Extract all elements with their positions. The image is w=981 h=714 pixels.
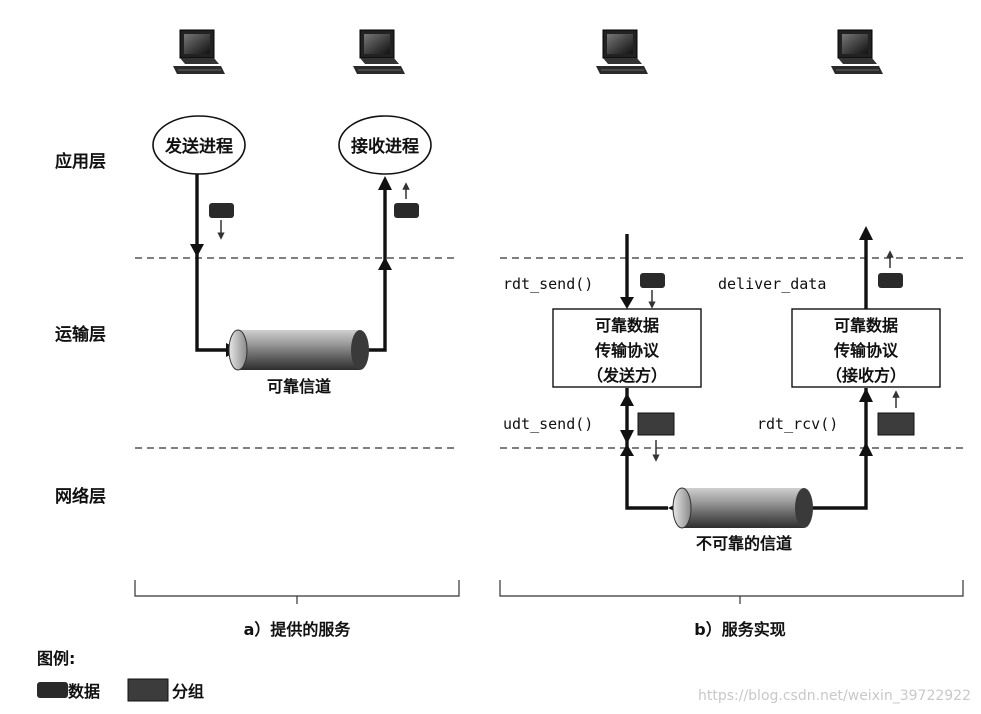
receiver-box-line-2: 传输协议 [833,341,899,360]
watermark-text: https://blog.csdn.net/weixin_39722922 [698,688,971,704]
panel-a-caption: a）提供的服务 [244,620,352,639]
receiver-process-node [338,115,432,175]
a-send-path [195,174,238,352]
rdt-rcv-label: rdt_rcv() [757,415,838,433]
a-up-arrow-1 [378,257,392,270]
b-data-block-deliver [878,273,903,288]
udt-send-label: udt_send() [503,415,593,433]
a-data-block-send [209,203,234,218]
receiver-computer-icon [352,29,406,75]
legend-data-label: 数据 [68,682,100,701]
sender-computer-icon-b [595,29,649,75]
legend-packet-swatch [127,678,169,702]
receiver-box-line-1: 可靠数据 [834,316,898,335]
b-up-arrow-sender-2 [620,444,634,456]
b-up-arrow-receiver [859,442,873,456]
layer-label-application: 应用层 [55,151,106,172]
b-up-arrow-sender [620,393,634,406]
panel-b-caption: b）服务实现 [694,620,785,639]
b-down-arrow-sender [620,430,634,444]
legend-data-swatch [37,682,68,698]
legend-packet-label: 分组 [172,682,204,701]
receiver-box-line-3: （接收方） [826,366,906,385]
unreliable-channel-label: 不可靠的信道 [696,534,792,553]
b-packet-block-receive [877,412,915,436]
receiver-computer-icon-b [830,29,884,75]
sender-process-label: 发送进程 [164,136,233,157]
b-packet-block-send [637,412,675,436]
b-up-arrow-deliver [859,226,873,240]
receiver-protocol-box [791,308,941,388]
b-rdt-rcv-path [812,388,868,510]
unreliable-channel-cylinder [672,487,813,529]
receiver-process-label: 接收进程 [351,136,419,157]
panel-b-bracket [499,580,964,597]
sender-box-line-3: （发送方） [587,366,667,385]
reliable-channel-cylinder [228,329,369,371]
rdt-send-label: rdt_send() [503,275,593,293]
sender-computer-icon [172,29,226,75]
panel-a-bracket [134,580,460,597]
b-data-block-send [640,273,665,288]
sender-process-node [152,115,246,175]
layer-label-network: 网络层 [55,486,106,507]
deliver-data-label: deliver_data [718,275,826,293]
layer-label-transport: 运输层 [55,324,106,345]
sender-box-line-1: 可靠数据 [595,316,659,335]
b-udt-send-path [625,388,668,510]
a-down-arrow-1 [190,244,204,257]
a-data-block-receive [394,203,419,218]
b-up-arrow-receiver-2 [859,388,873,402]
a-up-arrow-2 [378,176,392,190]
sender-protocol-box [552,308,702,388]
sender-box-line-2: 传输协议 [594,341,660,360]
reliable-channel-label: 可靠信道 [267,377,331,396]
legend-title: 图例: [37,649,75,668]
